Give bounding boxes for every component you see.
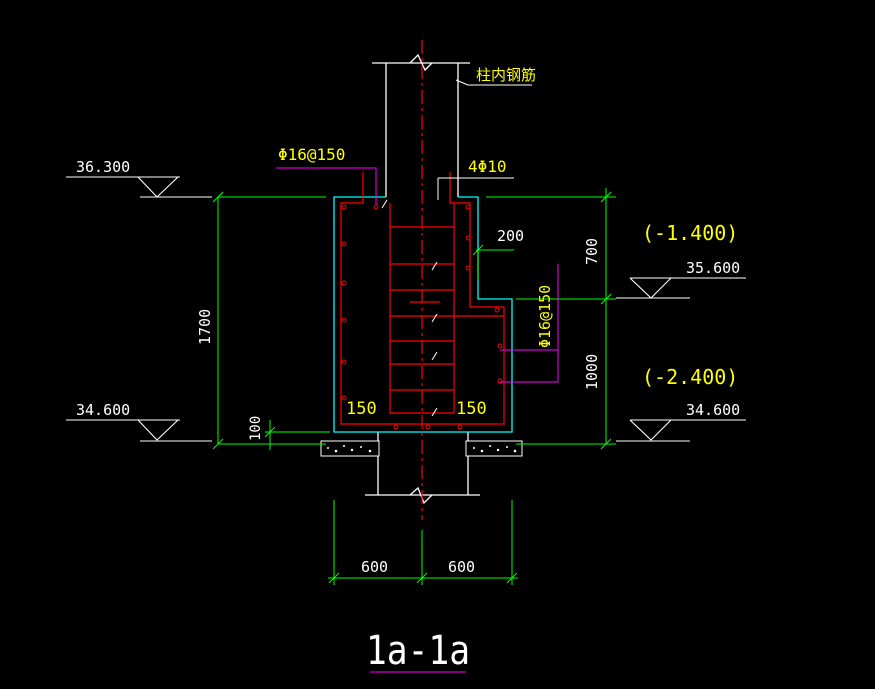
annotations: 柱内钢筋 Φ16@150 4Φ10 200 Φ16@150 700 1000 1… (76, 66, 740, 674)
dim-1000: 1000 (583, 354, 601, 390)
dim-600-left: 600 (361, 558, 388, 576)
elev-right-mid: 35.600 (686, 259, 740, 277)
note-column-rebar: 柱内钢筋 (476, 66, 536, 84)
foundation-outline (333, 196, 513, 433)
dim-700: 700 (583, 238, 601, 265)
dim-200: 200 (497, 227, 524, 245)
bedding-layer (320, 440, 523, 457)
rel-elev-bottom: (-2.400) (642, 365, 738, 389)
rebar-side-label: Φ16@150 (536, 285, 554, 348)
stirrup-ticks (381, 199, 438, 417)
dim-600-right: 600 (448, 558, 475, 576)
leader-white (437, 79, 532, 200)
elev-left-bottom: 34.600 (76, 401, 130, 419)
dim-150-right: 150 (456, 399, 487, 419)
elev-right-bottom: 34.600 (686, 401, 740, 419)
rebar-cage (340, 40, 505, 520)
rebar-top-label: Φ16@150 (278, 145, 345, 164)
elevation-markers (66, 176, 746, 442)
section-title: 1a-1a (366, 628, 470, 674)
dim-100: 100 (248, 416, 264, 441)
rel-elev-mid: (-1.400) (642, 221, 738, 245)
dim-150-left: 150 (346, 399, 377, 419)
dimension-lines (212, 188, 616, 585)
elev-left-top: 36.300 (76, 158, 130, 176)
dim-1700: 1700 (196, 309, 214, 345)
rebar-4phi10-label: 4Φ10 (468, 157, 507, 176)
leader-magenta (276, 167, 559, 673)
